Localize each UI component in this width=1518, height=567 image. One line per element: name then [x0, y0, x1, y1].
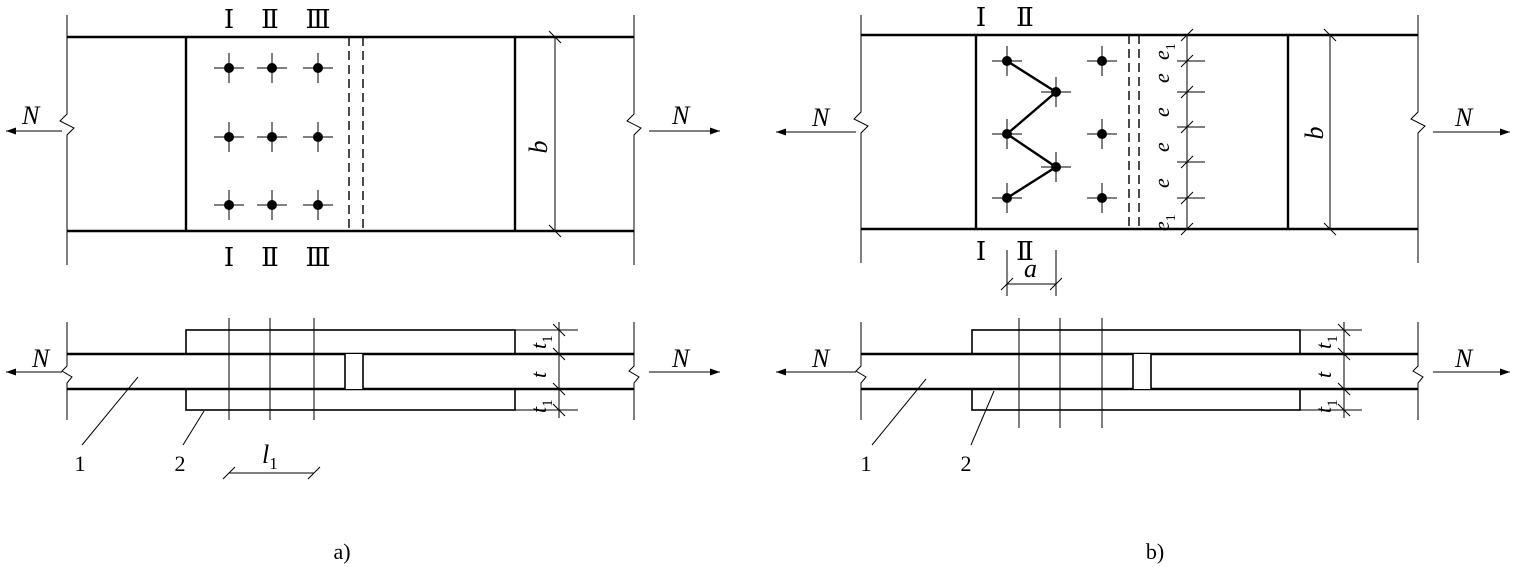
figure-a-force-left: N: [21, 101, 41, 130]
figure-b-section-bottom-2: Ⅱ: [1016, 237, 1034, 266]
bolt: [214, 122, 244, 152]
figure-b-spacing-1: e: [1149, 73, 1174, 83]
bolt: [992, 46, 1022, 76]
figure-b-pitch-label: a: [1024, 254, 1037, 283]
bolt: [1087, 46, 1117, 76]
bolt: [214, 190, 244, 220]
figure-b-zigzag-line: [1005, 59, 1059, 200]
bolt: [992, 119, 1022, 149]
figure-a-section-force-right: N: [671, 344, 691, 373]
figure-b-width-label: b: [1300, 127, 1329, 140]
figure-b-edge-top: e1: [1149, 43, 1179, 60]
figure-a-section-top-1: Ⅰ: [224, 5, 234, 34]
bolt: [1041, 77, 1071, 107]
figure-b-spacing-3: e: [1149, 142, 1174, 152]
bolt: [257, 122, 287, 152]
figure-a-force-right: N: [671, 101, 691, 130]
figure-b-section-top-2: Ⅱ: [1016, 3, 1034, 32]
figure-b-section-force-right: N: [1454, 344, 1474, 373]
figure-a-section-view: t1 t t1 N N l1 1 2 a): [6, 318, 720, 564]
bolt: [303, 122, 333, 152]
figure-b-part-2: 2: [961, 451, 972, 476]
bolt: [257, 190, 287, 220]
figure-a-bolt-grid: [214, 53, 333, 220]
figure-b-force-right: N: [1454, 103, 1474, 132]
figure-b-plan-view: e1 e e e e e1 b N N Ⅰ Ⅱ Ⅰ Ⅱ a: [776, 3, 1510, 296]
figure-b-edge-bottom: e1: [1149, 214, 1179, 231]
figure-a-section-top-2: Ⅱ: [261, 5, 279, 34]
figure-a-caption: a): [333, 539, 350, 564]
figure-a-plate-thickness: t: [526, 371, 551, 378]
figure-a-section-force-left: N: [31, 344, 51, 373]
figure-a-cover-thickness-top: t1: [526, 335, 556, 349]
figure-a-plan-view: b N N Ⅰ Ⅱ Ⅲ Ⅰ Ⅱ Ⅲ: [6, 5, 720, 272]
bolt: [303, 53, 333, 83]
figure-b-cover-thickness-top: t1: [1311, 335, 1341, 349]
figure-a-length-label: l1: [262, 440, 278, 473]
figure-b-plate-thickness: t: [1311, 371, 1336, 378]
figure-b-cover-thickness-bottom: t1: [1311, 399, 1341, 413]
figure-b-section-force-left: N: [811, 344, 831, 373]
figure-b-force-left: N: [811, 103, 831, 132]
figure-a-section-bottom-3: Ⅲ: [305, 243, 330, 272]
figure-a-cover-thickness-bottom: t1: [526, 399, 556, 413]
figure-b-caption: b): [1146, 539, 1164, 564]
bolt: [214, 53, 244, 83]
figure-b-section-bottom-1: Ⅰ: [976, 237, 986, 266]
figure-a-section-top-3: Ⅲ: [305, 5, 330, 34]
figure-a-width-label: b: [524, 141, 553, 154]
figure-b-spacing-2: e: [1149, 107, 1174, 117]
figure-a-part-2: 2: [175, 451, 186, 476]
bolt: [1087, 119, 1117, 149]
figure-a-part-1: 1: [75, 451, 86, 476]
figure-b-section-view: t1 t t1 N N 1 2 b): [776, 318, 1510, 564]
figure-b-section-top-1: Ⅰ: [976, 3, 986, 32]
figure-b-bolt-grid: [992, 46, 1117, 213]
bolt: [303, 190, 333, 220]
figure-a-section-bottom-2: Ⅱ: [261, 243, 279, 272]
bolt: [1041, 152, 1071, 182]
figure-b-spacing-ticks: [1177, 28, 1205, 236]
figure-b-spacing-4: e: [1149, 178, 1174, 188]
figure-b-part-1: 1: [861, 451, 872, 476]
bolt: [257, 53, 287, 83]
figure-a-section-bottom-1: Ⅰ: [224, 243, 234, 272]
bolt: [992, 183, 1022, 213]
bolt: [1087, 183, 1117, 213]
